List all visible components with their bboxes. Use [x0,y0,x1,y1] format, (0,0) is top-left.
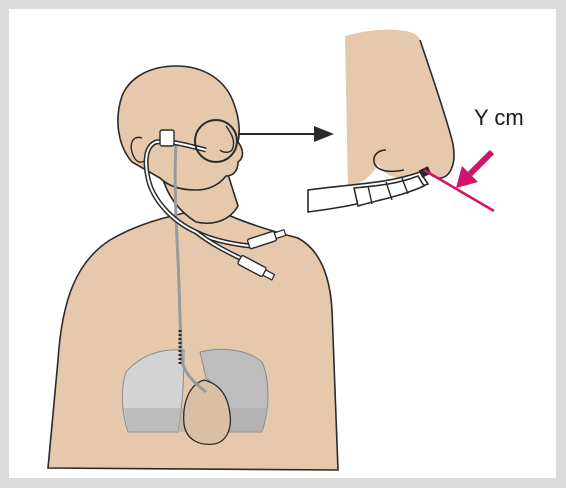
patient-head [118,66,243,190]
measurement-line [424,170,494,211]
inset-nose [345,30,454,190]
measurement-arrow-shaft [470,152,492,174]
measurement-label: Y cm [474,105,524,131]
tube-clip [160,130,174,146]
pointer-arrowhead [314,126,334,142]
